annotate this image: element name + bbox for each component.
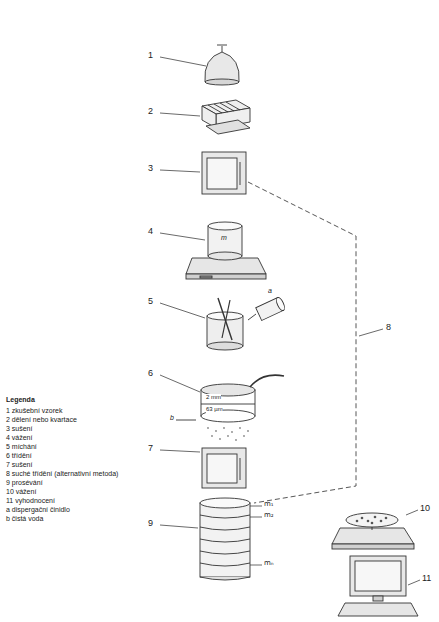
mass-symbol: m₁ xyxy=(264,501,274,509)
callout-number: 6 xyxy=(148,369,153,379)
mesh-size: 63 µm xyxy=(206,406,223,413)
legend-entry: 9 prosévání xyxy=(6,479,43,487)
callout-number: 4 xyxy=(148,227,153,237)
callout-number: 5 xyxy=(148,297,153,307)
callout-number: 1 xyxy=(148,51,153,61)
legend-entry: 6 třídění xyxy=(6,452,32,460)
callout-number: 3 xyxy=(148,164,153,174)
mass-symbol: mₙ xyxy=(264,560,274,568)
note-letter: b xyxy=(170,414,174,422)
legend-entry: 3 sušení xyxy=(6,425,32,433)
legend-entry: a dispergační činidlo xyxy=(6,506,70,514)
legend-entry: 2 dělení nebo kvartace xyxy=(6,416,77,424)
callout-number: 7 xyxy=(148,444,153,454)
callout-number: 11 xyxy=(422,574,431,584)
callout-number: 10 xyxy=(420,504,430,514)
legend-entry: 11 vyhodnocení xyxy=(6,497,55,505)
legend-entry: 10 vážení xyxy=(6,488,36,496)
legend-entry: 7 sušení xyxy=(6,461,32,469)
callout-number: 2 xyxy=(148,107,153,117)
legend-entry: b čistá voda xyxy=(6,515,43,523)
legend-heading: Legenda xyxy=(6,396,35,404)
legend-entry: 4 vážení xyxy=(6,434,32,442)
legend-entry: 8 suché třídění (alternativní metoda) xyxy=(6,470,118,478)
legend-entry: 1 zkušební vzorek xyxy=(6,407,62,415)
note-letter: a xyxy=(268,287,272,295)
mass-symbol: m₂ xyxy=(264,512,274,520)
mass-symbol: m xyxy=(221,234,227,242)
callout-number: 9 xyxy=(148,519,153,529)
legend-entry: 5 míchání xyxy=(6,443,37,451)
mesh-size: 2 mm xyxy=(206,394,221,401)
callout-number: 8 xyxy=(386,323,391,333)
